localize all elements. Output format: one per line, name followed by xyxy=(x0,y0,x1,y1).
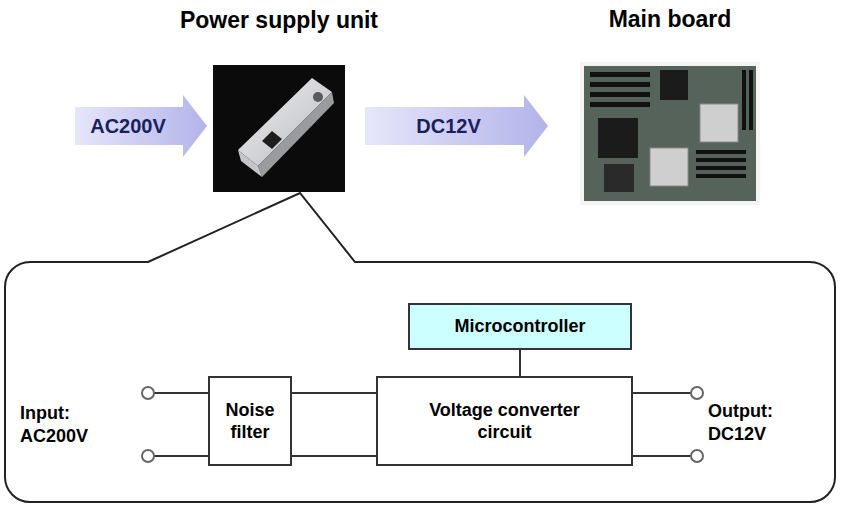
photo-heading: Power supply unit xyxy=(180,7,378,34)
power-supply-photo xyxy=(213,65,345,192)
wire xyxy=(292,455,376,457)
terminal-label: Input: AC200V xyxy=(20,402,112,447)
box-text: Voltage converter circuit xyxy=(417,399,592,444)
converter-box: Voltage converter circuit xyxy=(376,376,633,466)
wire xyxy=(292,392,376,394)
arrow-label: AC200V xyxy=(90,114,166,138)
filter-box: Noise filter xyxy=(208,376,292,466)
edge-label: DC12V xyxy=(414,114,482,138)
input-arrow xyxy=(75,95,207,157)
board-photo: Main board xyxy=(580,62,760,205)
box-text: Microcontroller xyxy=(454,315,585,338)
unit-photo: Power supply unit xyxy=(213,65,345,192)
terminal-label: Output: DC12V xyxy=(708,400,808,445)
box-text: Noise filter xyxy=(216,399,284,444)
callout-outline xyxy=(5,193,835,502)
main-board-photo xyxy=(580,62,760,205)
photo-heading: Main board xyxy=(609,6,732,33)
wire xyxy=(519,350,521,376)
controller-box: Microcontroller xyxy=(408,303,632,350)
block-arrow xyxy=(365,95,548,157)
